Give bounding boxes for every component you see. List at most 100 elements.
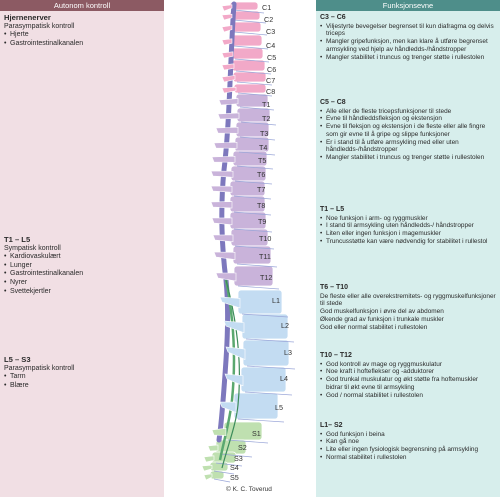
list-item: Hjerte	[4, 31, 160, 40]
vertebra-t3-process	[215, 126, 239, 134]
vertebra-s1-process	[211, 427, 227, 436]
vertebra-label-t7: T7	[257, 185, 265, 194]
list-item: Mangler stabilitet i truncus og trenger …	[320, 54, 496, 62]
nerve-t12	[237, 285, 280, 290]
list-item: God kontroll av mage og ryggmuskulatur	[320, 361, 496, 369]
list-item: Er i stand til å utføre armsykling med e…	[320, 139, 496, 155]
vertebra-label-c3: C3	[266, 27, 275, 36]
vertebra-l5-process	[219, 401, 237, 413]
vertebra-label-t12: T12	[260, 273, 272, 282]
list-item: God funksjon i beina	[320, 431, 496, 439]
text-line: God eller normal stabilitet i rullestole…	[320, 323, 428, 331]
copyright-text: © K. C. Toverud	[226, 486, 272, 493]
vertebra-t4-process	[213, 141, 238, 149]
vertebra-label-c8: C8	[266, 87, 275, 96]
list-item: Evne til håndleddsfleksjon og ekstensjon	[320, 115, 496, 123]
nerve-t2	[240, 121, 277, 126]
list-item: Gastrointestinalkanalen	[4, 40, 160, 49]
list-item: Mangler gripefunksjon, men kan klare å u…	[320, 38, 496, 54]
list-item: Tarm	[4, 373, 160, 382]
vertebra-t6-process	[210, 170, 234, 178]
list-item: God / normal stabilitet i rullestolen	[320, 392, 496, 400]
list-item: God trunkal muskulatur og økt støtte fra…	[320, 376, 496, 392]
vertebra-t10-process	[212, 234, 234, 243]
nerve-c2	[233, 19, 267, 24]
vertebra-t8-process	[210, 201, 233, 209]
vertebra-c7-process	[221, 75, 236, 83]
vertebra-c1-process	[221, 4, 233, 12]
list-item: Viljestyrte bevegelser begrenset til kun…	[320, 23, 496, 39]
list-item: Truncusstøtte kan være nødvendig for sta…	[320, 238, 496, 246]
nerve-c1	[233, 9, 265, 14]
list-item: Lunger	[4, 262, 160, 271]
vertebra-c5-process	[221, 51, 234, 59]
vertebra-label-s1: S1	[252, 429, 261, 438]
nerve-s4	[213, 470, 235, 475]
vertebra-label-l5: L5	[275, 403, 283, 412]
list-item: Evne til fleksjon og ekstensjon i de fle…	[320, 123, 496, 139]
list-item: Normal stabilitet i rullestolen	[320, 454, 496, 462]
section-title: T6 – T10	[320, 284, 349, 291]
nerve-l5	[237, 418, 285, 423]
nerve-t7	[233, 195, 272, 200]
nerve-l4	[244, 391, 293, 396]
vertebra-label-l1: L1	[272, 296, 280, 305]
section-subtitle: Sympatisk kontroll	[4, 244, 61, 252]
section-title: C3 – C6	[320, 14, 346, 21]
section-title: L5 – S3	[4, 355, 31, 364]
spinal-nerves	[213, 9, 296, 483]
vertebra-s2-process	[207, 444, 219, 452]
nerve-t8	[233, 211, 272, 216]
nerve-s3	[215, 462, 243, 467]
vertebra-l1-process	[219, 296, 241, 309]
vertebra-s3-process	[203, 455, 215, 463]
cauda-equina-path	[218, 279, 236, 461]
list-item: Mangler stabilitet i truncus og trenger …	[320, 154, 496, 162]
right-panel-header: Funksjonsevne	[316, 0, 500, 11]
vertebra-label-t3: T3	[260, 129, 268, 138]
nerve-t1	[239, 106, 275, 111]
vertebra-s5-process	[203, 473, 213, 481]
nerve-c6	[235, 70, 272, 75]
vertebra-t11-process	[213, 251, 236, 260]
nerve-l3	[246, 365, 296, 370]
vertebra-c6-process	[221, 63, 235, 71]
list-item: Blære	[4, 382, 160, 391]
vertebra-c6-body	[231, 59, 266, 72]
vertebra-t12-process	[215, 272, 237, 282]
vertebra-label-t6: T6	[257, 170, 265, 179]
vertebra-l5-body	[233, 392, 279, 420]
nerve-l1	[241, 313, 289, 318]
vertebra-c8-process	[221, 86, 237, 94]
right-section-t1-l5: T1 – L5 Noe funksjon i arm- og ryggmuskl…	[320, 206, 496, 246]
right-section-c3-c6: C3 – C6 Viljestyrte bevegelser begrenset…	[320, 14, 496, 61]
nerve-t10	[234, 245, 275, 250]
list-item: Gastrointestinalkanalen	[4, 270, 160, 279]
vertebra-t1-process	[218, 98, 239, 106]
list-item: Svettekjertler	[4, 288, 160, 297]
list-item: Noe kraft i hofteflekser og -adduktorer	[320, 368, 496, 376]
vertebra-c4-body	[229, 34, 263, 47]
nerve-t5	[236, 165, 274, 170]
nerve-l2	[245, 338, 295, 343]
section-title: T1 – L5	[4, 235, 31, 244]
nerve-c5	[234, 58, 270, 63]
vertebra-label-c7: C7	[266, 76, 275, 85]
vertebra-label-l2: L2	[281, 321, 289, 330]
list-item: Noe funksjon i arm- og ryggmuskler	[320, 215, 496, 223]
cauda-equina-strand	[221, 279, 241, 469]
vertebra-c2-process	[221, 13, 233, 21]
spinous-processes	[201, 4, 246, 481]
vertebra-label-c1: C1	[262, 3, 271, 12]
vertebra-s4-process	[201, 464, 213, 472]
nerve-t9	[233, 228, 273, 233]
nerve-s1	[227, 439, 269, 444]
list-item: Kan gå noe	[320, 438, 496, 446]
section-title: T1 – L5	[320, 206, 345, 213]
section-title: Hjernenerver	[4, 13, 51, 22]
section-subtitle: Parasympatisk kontroll	[4, 22, 75, 30]
vertebra-label-t10: T10	[259, 234, 271, 243]
right-section-t10-t12: T10 – T12 God kontroll av mage og ryggmu…	[320, 352, 496, 399]
vertebra-c3-process	[221, 25, 233, 33]
nerve-c4	[233, 45, 269, 50]
